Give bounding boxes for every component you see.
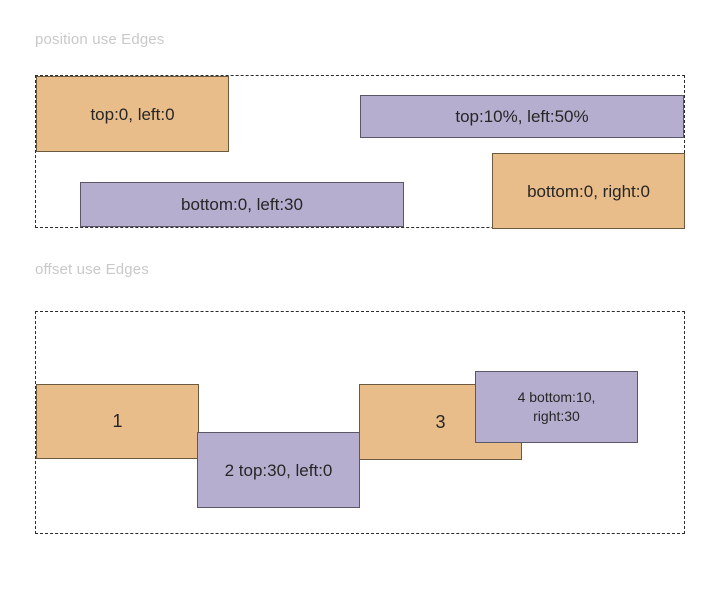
position-box-bottom-right0-label: bottom:0, right:0	[527, 181, 650, 201]
position-box-top-left[interactable]: top:0, left:0	[36, 76, 229, 152]
position-box-top-left-label: top:0, left:0	[90, 104, 175, 124]
position-box-bottom-left30-label: bottom:0, left:30	[181, 195, 303, 214]
offset-box-3-label: 3	[435, 411, 446, 432]
offset-box-2-label: 2 top:30, left:0	[224, 460, 333, 480]
offset-box-2[interactable]: 2 top:30, left:0	[197, 432, 360, 508]
offset-box-1[interactable]: 1	[36, 384, 199, 459]
offset-box-4-label: 4 bottom:10, right:30	[517, 389, 596, 424]
position-edges-container	[35, 75, 685, 228]
position-box-bottom-right0[interactable]: bottom:0, right:0	[492, 153, 685, 229]
section-label-position: position use Edges	[35, 31, 165, 48]
section-label-offset: offset use Edges	[35, 261, 149, 278]
offset-box-1-label: 1	[112, 411, 123, 431]
position-box-bottom-left30[interactable]: bottom:0, left:30	[80, 182, 404, 227]
position-box-top-percent-left-percent[interactable]: top:10%, left:50%	[360, 95, 684, 138]
position-box-top-percent-left-percent-label: top:10%, left:50%	[455, 107, 589, 126]
offset-box-4[interactable]: 4 bottom:10, right:30	[475, 371, 638, 443]
offset-edges-container	[35, 311, 685, 534]
